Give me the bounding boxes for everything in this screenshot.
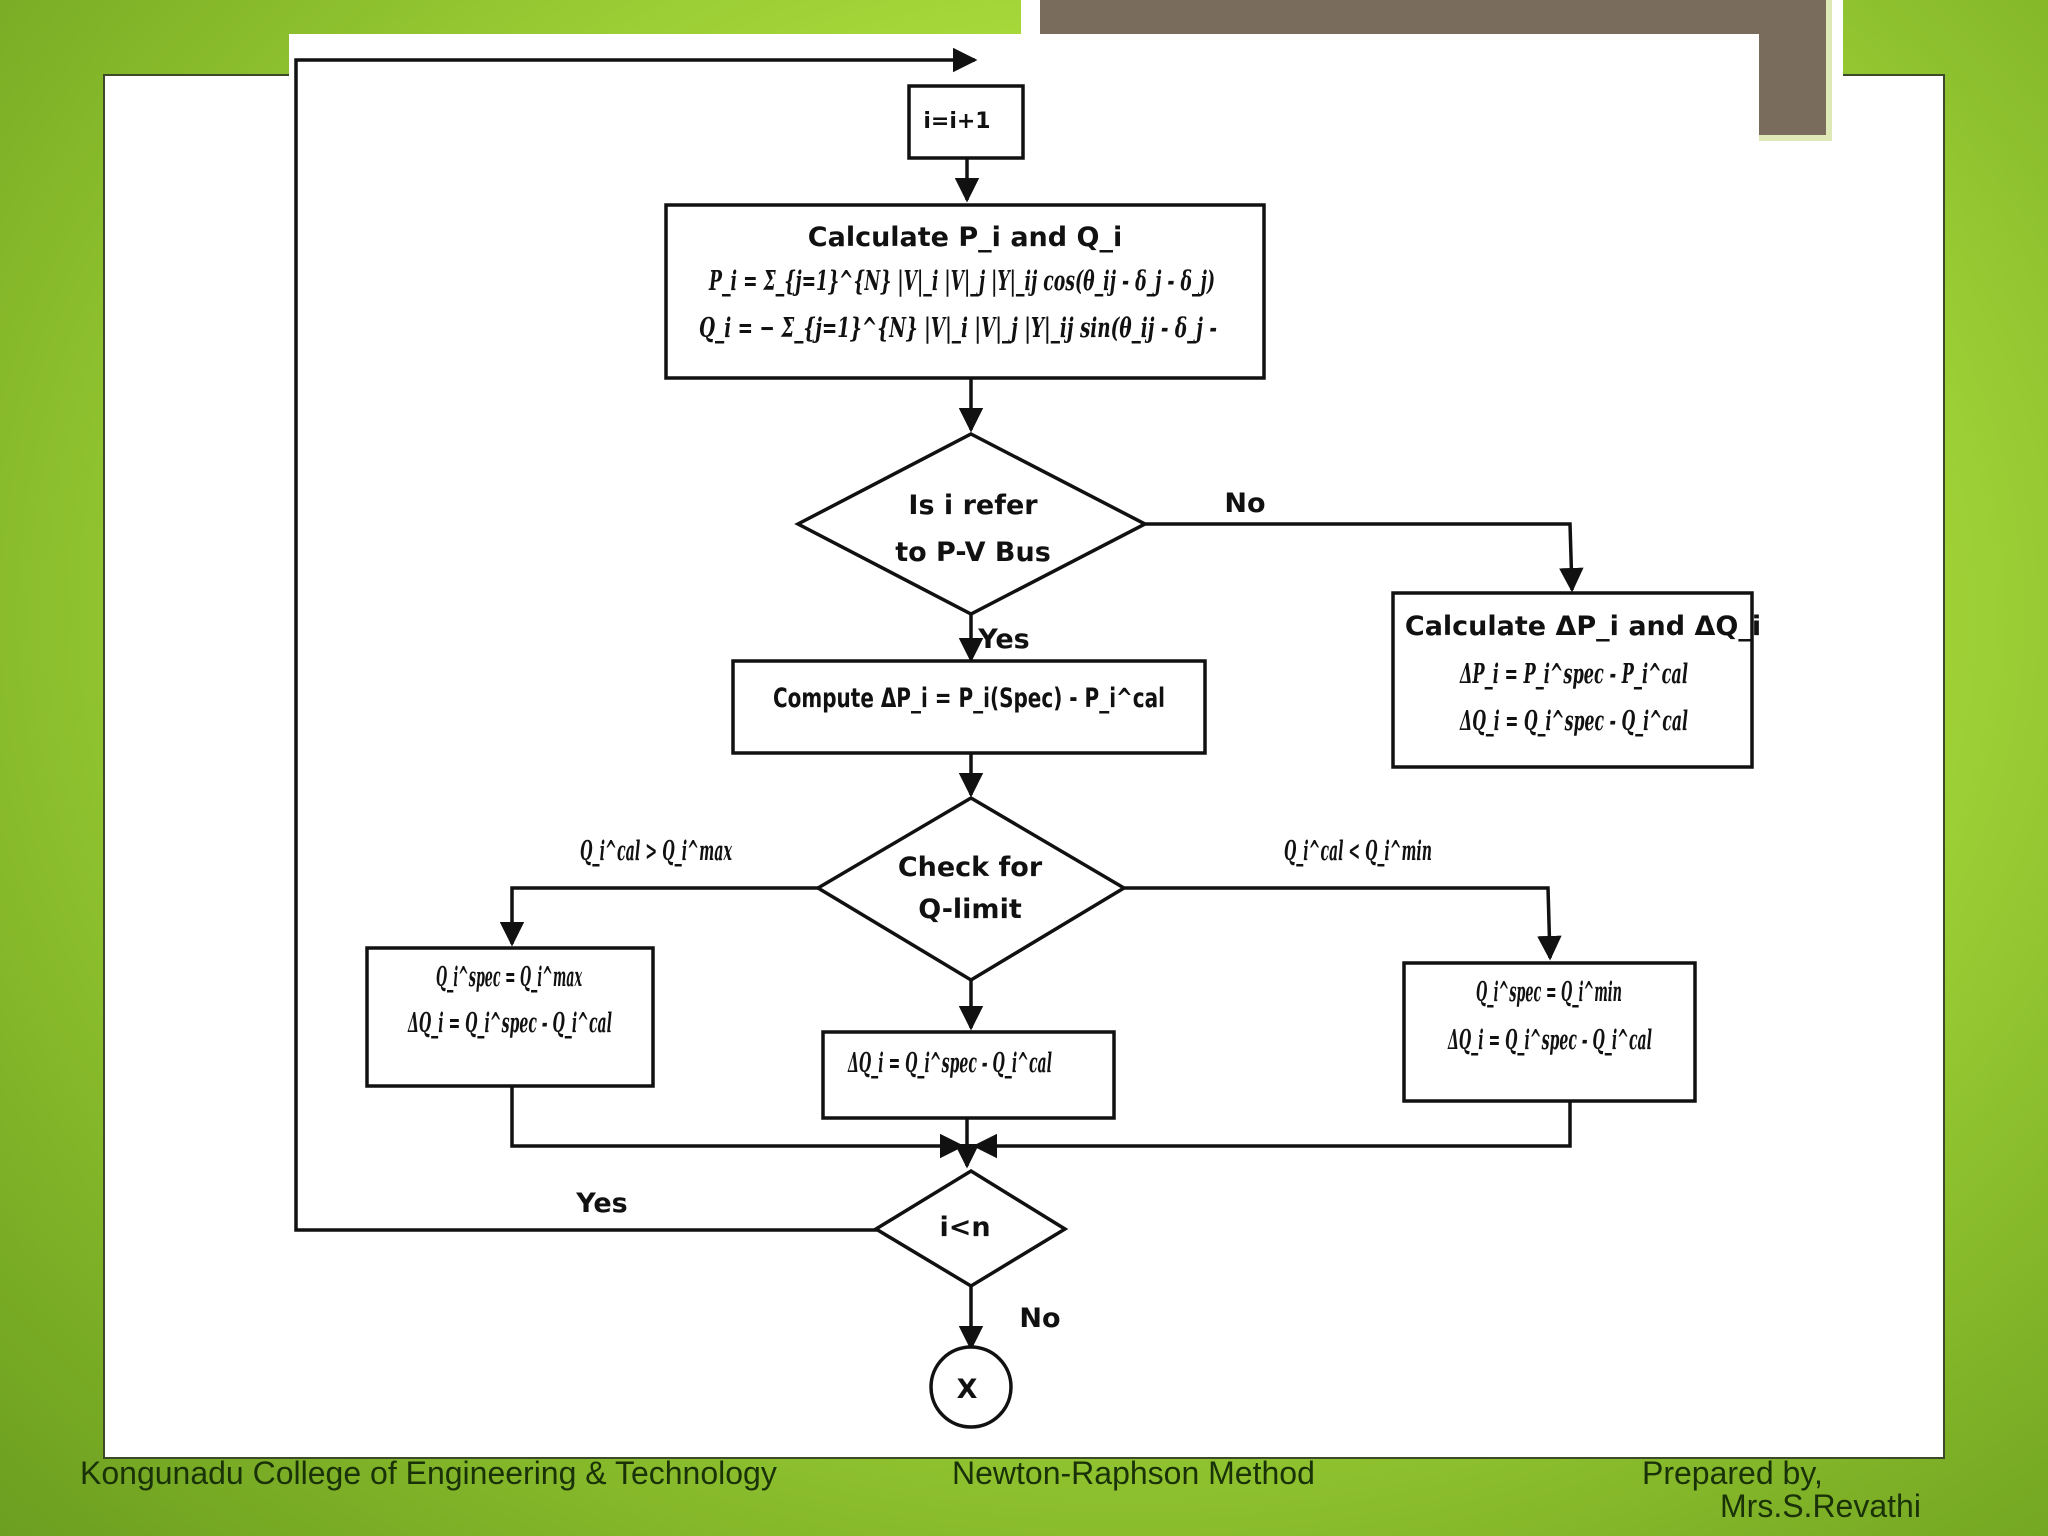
edge-q-over-max-label: Q_i^cal > Q_i^max — [580, 836, 732, 867]
edge-pv-no — [1145, 522, 1584, 593]
node-calc-dq: ΔQ_i = Q_i^spec - Q_i^cal — [1459, 706, 1688, 737]
node-loop-decision: i<n — [939, 1212, 990, 1243]
node-end-connector: X — [957, 1374, 978, 1405]
node-qnormal-box — [821, 1030, 1116, 1120]
node-calc-dpdq-title: Calculate ΔP_i and ΔQ_i — [1405, 611, 1761, 642]
node-pv-decision-shape — [794, 432, 1149, 616]
node-end-connector-shape — [929, 1345, 1013, 1429]
node-qmin-set: Q_i^spec = Q_i^min — [1476, 977, 1622, 1008]
edge-q-under-min-label: Q_i^cal < Q_i^min — [1284, 836, 1432, 867]
node-qlimit-line1: Check for — [898, 852, 1043, 883]
edge-min-to-merge — [972, 1102, 1572, 1159]
node-loop-decision-shape — [872, 1168, 1069, 1289]
node-qmax-set: Q_i^spec = Q_i^max — [436, 962, 582, 993]
node-compute-dp: Compute ΔP_i = P_i(Spec) - P_i^cal — [773, 683, 1165, 714]
edge-pv-no-label: No — [1224, 488, 1265, 519]
footer-topic: Newton-Raphson Method — [952, 1455, 1315, 1491]
edge-pv-yes-label: Yes — [977, 624, 1029, 655]
node-increment: i=i+1 — [923, 109, 990, 134]
node-compute-dp-box — [731, 659, 1207, 755]
node-calc-dpdq-box — [1391, 591, 1754, 769]
footer-college: Kongunadu College of Engineering & Techn… — [80, 1455, 777, 1491]
node-pv-decision-line2: to P-V Bus — [895, 537, 1051, 568]
node-qmax-dq: ΔQ_i = Q_i^spec - Q_i^cal — [407, 1008, 612, 1039]
edge-max-to-merge — [510, 1086, 965, 1159]
node-calc-pq-title: Calculate P_i and Q_i — [808, 222, 1122, 253]
node-calc-pq-box — [664, 203, 1266, 380]
edge-loop-no-label: No — [1019, 1303, 1060, 1334]
node-increment-box — [907, 84, 1025, 160]
node-qlimit-decision-shape — [814, 795, 1128, 983]
node-qnormal-dq: ΔQ_i = Q_i^spec - Q_i^cal — [847, 1048, 1052, 1079]
edge-loop-yes-label: Yes — [575, 1188, 627, 1219]
footer-prepared-by: Prepared by, — [1642, 1455, 1823, 1491]
edge-q-over-max — [499, 886, 818, 947]
node-qlimit-line2: Q-limit — [918, 894, 1022, 925]
node-calc-q-formula: Q_i = − Σ_{j=1}^{N} |V|_i |V|_j |Y|_ij s… — [699, 313, 1217, 344]
node-qmin-dq: ΔQ_i = Q_i^spec - Q_i^cal — [1447, 1025, 1652, 1056]
edge-q-under-min — [1124, 886, 1562, 961]
node-qmax-box — [365, 946, 655, 1088]
edge-loop-yes — [294, 47, 978, 1232]
node-calc-dp: ΔP_i = P_i^spec - P_i^cal — [1459, 659, 1688, 690]
node-pv-decision-line1: Is i refer — [908, 490, 1038, 521]
node-calc-p-formula: P_i = Σ_{j=1}^{N} |V|_i |V|_j |Y|_ij cos… — [708, 266, 1215, 297]
node-qmin-box — [1402, 961, 1697, 1103]
footer-author: Mrs.S.Revathi — [1720, 1488, 1921, 1524]
